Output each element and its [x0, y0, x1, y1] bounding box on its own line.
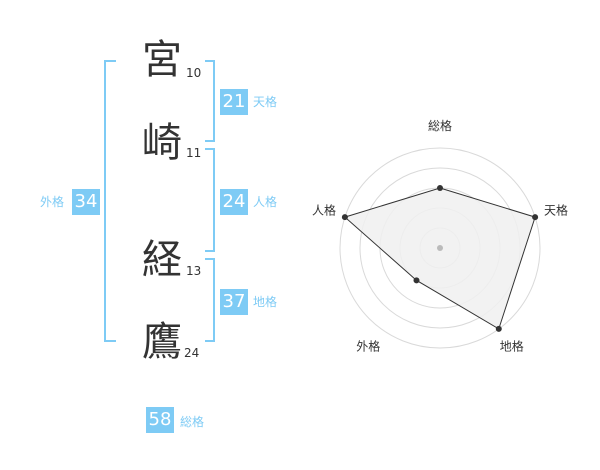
radar-point-3 [495, 325, 502, 332]
radar-point-4 [413, 277, 420, 284]
name-char-4: 鷹 [142, 319, 182, 365]
radar-center [437, 245, 443, 251]
chikaku-value: 37 [220, 289, 248, 315]
stroke-count-1: 10 [186, 66, 202, 80]
gaikaku-bracket [104, 60, 116, 342]
soukaku-label: 総格 [180, 415, 205, 429]
radar-axis-label-4: 外格 [356, 339, 380, 354]
gaikaku-value: 34 [72, 189, 100, 215]
tenkaku-value: 21 [220, 89, 248, 115]
stroke-count-4: 24 [184, 346, 200, 360]
tenkaku-bracket [205, 60, 215, 142]
radar-axis-label-1: 総格 [428, 118, 452, 133]
radar-ring [339, 147, 541, 349]
gaikaku-label: 外格 [40, 195, 65, 209]
soukaku-value: 58 [146, 407, 174, 433]
radar-axis-label-2: 天格 [544, 202, 568, 217]
jinkaku-bracket [205, 148, 215, 252]
name-char-3: 経 [142, 237, 182, 283]
name-char-2: 崎 [142, 120, 182, 166]
radar-axis-label-5: 人格 [312, 202, 336, 217]
radar-point-5 [341, 214, 348, 221]
chikaku-bracket [205, 258, 215, 342]
radar-point-2 [532, 214, 539, 221]
tenkaku-label: 天格 [253, 95, 278, 109]
radar-point-1 [437, 185, 443, 191]
radar-axis-label-3: 地格 [500, 339, 524, 354]
name-char-1: 宮 [142, 37, 182, 83]
jinkaku-label: 人格 [253, 195, 278, 209]
jinkaku-value: 24 [220, 189, 248, 215]
radar-area [343, 187, 536, 330]
chikaku-label: 地格 [253, 295, 278, 309]
stroke-count-3: 13 [186, 264, 202, 278]
stroke-count-2: 11 [186, 146, 202, 160]
